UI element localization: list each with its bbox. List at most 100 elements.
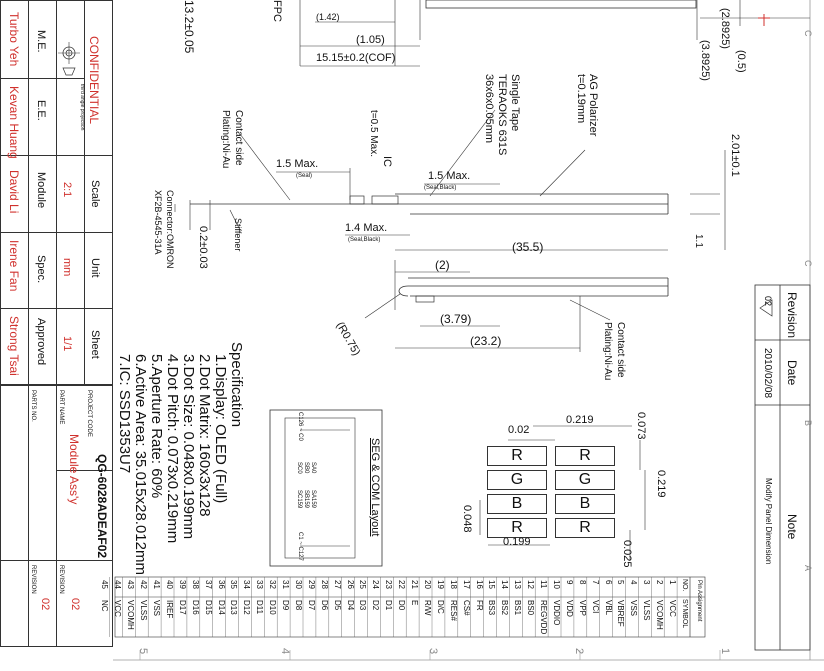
pin-number: 4	[629, 580, 639, 585]
pin-number: 23	[384, 580, 394, 589]
tape-1: Single Tape	[509, 74, 521, 132]
seg-com-label: SB0	[303, 462, 309, 474]
pin-number: 20	[422, 580, 432, 589]
dim-1-5max-b: 1.5 Max.	[428, 170, 471, 182]
pin-symbol: D12	[242, 600, 252, 615]
pin-symbol: D3	[358, 600, 368, 611]
pin-symbol: D14	[216, 600, 226, 615]
pin-table-title: Pin Assignment	[696, 580, 702, 622]
pin-symbol: D15	[203, 600, 213, 615]
connector-1: Connector:OMRON	[165, 190, 175, 269]
seg-com-label: C126 ~ C0	[297, 412, 303, 441]
contact-side-b2: Plating:Ni-Au	[602, 322, 613, 381]
dim-13-2: 13.2±0.05	[182, 0, 196, 54]
pin-number: 27	[332, 580, 342, 589]
note-col-header: Note	[785, 514, 799, 540]
pin-number: 11	[539, 580, 548, 589]
revision-col-header: Revision	[785, 292, 799, 339]
ag-polarizer-1: AG Polarizer	[587, 74, 599, 137]
thickness-note: t=0.5 Max.	[368, 110, 379, 157]
spec-item: 2.Dot Matrix: 160x3x128	[196, 354, 213, 517]
seg-com-label: C1 ~ C127	[297, 532, 303, 561]
seal-b: (Seal,Black)	[424, 185, 457, 191]
date-col-header: Date	[785, 360, 799, 386]
pixel-cell: B	[487, 494, 547, 514]
ic-label: IC	[381, 156, 393, 167]
border-letter: C	[803, 30, 813, 37]
pin-number: 29	[306, 580, 316, 589]
pin-number: 6	[603, 580, 613, 585]
pin-symbol: D10	[268, 600, 278, 615]
fpc-label: FPC	[271, 0, 283, 22]
border-number: 4	[279, 648, 291, 655]
border-number: 1	[719, 648, 731, 655]
pin-number: 41	[152, 580, 161, 589]
revision-date: 2010/02/08	[762, 348, 773, 399]
dim-1-05: (1.05)	[356, 34, 385, 46]
pixel-dim: 0.048	[461, 505, 473, 533]
pin-number: 45	[100, 580, 110, 589]
pin-symbol: VCC	[668, 600, 677, 617]
pin-number: 26	[345, 580, 355, 589]
pin-symbol: D/C	[435, 600, 445, 614]
dim-15-15: 15.15±0.2(COF)	[316, 52, 396, 64]
pin-symbol: BS3	[487, 600, 497, 616]
pin-symbol: VCOMH	[655, 600, 665, 630]
connector-2: XF2B-4545-31A	[153, 190, 163, 255]
pin-number: 15	[487, 580, 497, 589]
spec-item: 3.Dot Size: 0.048x0.199mm	[180, 354, 197, 540]
pixel-cell: R	[487, 446, 547, 466]
seg-com-label: SB159	[303, 490, 309, 509]
seg-com-label: SA159	[310, 490, 316, 509]
ag-polarizer-2: t=0.19mm	[575, 74, 587, 124]
pin-symbol: D17	[177, 600, 187, 615]
pin-symbol: VBREF	[616, 600, 626, 627]
seal-a: (Seal)	[296, 173, 313, 179]
pin-number: 3	[642, 580, 652, 585]
pin-symbol: E	[410, 600, 419, 606]
seal-c: (Seal,Black)	[348, 237, 381, 243]
pin-symbol: D5	[332, 600, 342, 611]
pin-number: 34	[242, 580, 252, 589]
dim-0-5: (0.5)	[735, 50, 747, 73]
spec-item: 4.Dot Pitch: 0.073x0.219mm	[164, 354, 181, 544]
pin-number: 9	[564, 580, 574, 585]
pin-symbol: D6	[319, 600, 329, 611]
pin-number: 1	[668, 580, 677, 585]
pin-number: 17	[461, 580, 471, 589]
pin-number: 35	[229, 580, 239, 589]
pin-symbol: D16	[190, 600, 200, 615]
pin-symbol: BS0	[526, 600, 536, 616]
dim-2: (2)	[435, 258, 450, 272]
pin-symbol: D4	[345, 600, 355, 611]
pin-symbol: VCI	[590, 600, 600, 614]
dim-1-4max: 1.4 Max.	[345, 222, 388, 234]
pin-symbol: VSS	[629, 600, 639, 617]
spec-heading: Specification	[228, 342, 245, 428]
pin-number: 44	[113, 580, 123, 589]
dim-3-8925: (3.8925)	[699, 40, 711, 81]
pin-symbol: VDD	[564, 600, 574, 617]
pin-symbol: BS2	[500, 600, 510, 616]
contact-side-1: Contact side	[233, 110, 244, 166]
pin-number: 38	[190, 580, 200, 589]
pixel-dim: 0.199	[503, 536, 531, 548]
pin-number: 42	[139, 580, 149, 589]
spec-item: 1.Display: OLED (Full)	[212, 354, 229, 504]
dim-35-5: (35.5)	[512, 240, 544, 254]
pin-symbol: RES#	[448, 600, 458, 621]
pin-symbol: VCC	[113, 600, 123, 617]
pin-number: 40	[164, 580, 174, 589]
pin-symbol: D9	[281, 600, 290, 611]
pin-number: 21	[410, 580, 419, 589]
contact-side-b1: Contact side	[615, 322, 626, 378]
pin-symbol: D11	[255, 600, 265, 615]
pin-number: 10	[551, 580, 561, 589]
pixel-dim: 0.02	[508, 424, 530, 436]
pin-number: 8	[577, 580, 587, 585]
seg-com-label: SC0	[296, 462, 302, 474]
pixel-dim: 0.025	[621, 540, 633, 568]
pin-symbol: NC	[100, 600, 110, 612]
pin-symbol: D13	[229, 600, 239, 615]
